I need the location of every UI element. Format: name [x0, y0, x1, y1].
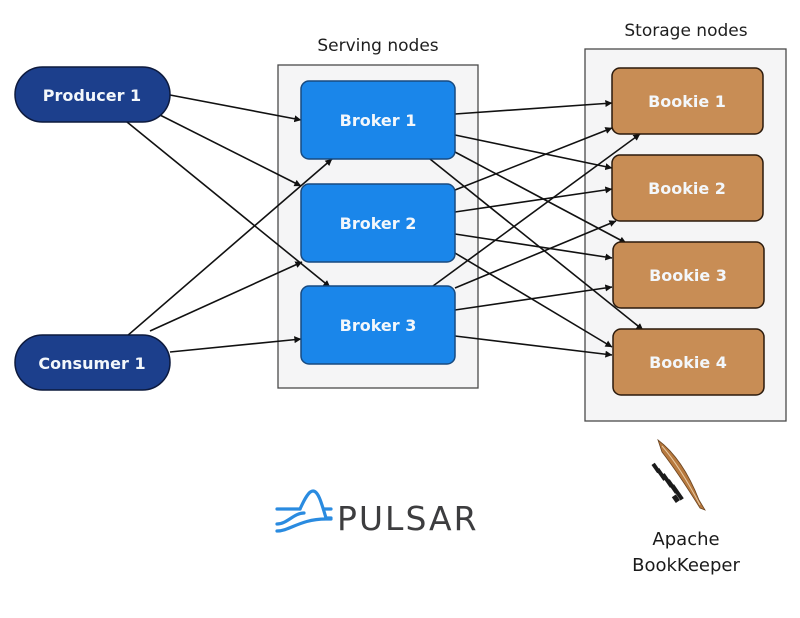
- broker-node-1[interactable]: Broker 1: [300, 80, 456, 160]
- bookie-node-4[interactable]: Bookie 4: [612, 328, 765, 396]
- edge-broker1-to-bookie1: [454, 99, 613, 115]
- edges-layer: [126, 94, 644, 358]
- bookie-node-3[interactable]: Bookie 3: [612, 241, 765, 309]
- broker-node-3[interactable]: Broker 3: [300, 285, 456, 365]
- broker-label: Broker 1: [340, 111, 417, 130]
- storage-nodes-label: Storage nodes: [624, 21, 747, 41]
- pulsar-wordmark: PULSAR: [337, 499, 479, 538]
- broker-box[interactable]: [300, 80, 456, 160]
- edge-consumer1-to-broker2: [149, 261, 303, 332]
- edge-broker3-to-bookie4: [454, 335, 613, 358]
- bookie-label: Bookie 2: [648, 179, 726, 198]
- consumer-node[interactable]: [14, 334, 171, 391]
- bookie-node-2[interactable]: Bookie 2: [611, 154, 764, 222]
- broker-label: Broker 2: [340, 214, 417, 233]
- producer-node[interactable]: [14, 66, 171, 123]
- edge-broker3-to-bookie1: [432, 133, 641, 287]
- producer-label: Producer 1: [43, 86, 141, 105]
- bookkeeper-line1: Apache: [652, 529, 719, 550]
- edge-producer1-to-broker3: [126, 121, 331, 288]
- feather-quill-icon: [651, 438, 706, 511]
- bookie-box[interactable]: [612, 328, 765, 396]
- bookie-box[interactable]: [611, 67, 764, 135]
- broker-node-2[interactable]: Broker 2: [300, 183, 456, 263]
- broker-box[interactable]: [300, 183, 456, 263]
- edge-broker2-to-bookie3: [454, 233, 613, 261]
- pulsar-wave-icon: [275, 489, 333, 533]
- edge-broker1-to-bookie2: [454, 134, 613, 171]
- bookie-label: Bookie 1: [648, 92, 726, 111]
- edge-broker2-to-bookie1: [454, 127, 613, 191]
- pulsar-logo: PULSAR: [275, 489, 479, 538]
- broker-box[interactable]: [300, 285, 456, 365]
- edge-consumer1-to-broker3: [169, 336, 302, 353]
- edge-broker3-to-bookie2: [454, 220, 617, 289]
- broker-label: Broker 3: [340, 316, 417, 335]
- client-consumer1[interactable]: Consumer 1: [14, 334, 171, 391]
- serving-nodes-label: Serving nodes: [317, 36, 438, 56]
- edge-broker1-to-bookie4: [429, 158, 644, 331]
- bookie-box[interactable]: [611, 154, 764, 222]
- edge-producer1-to-broker1: [169, 94, 302, 123]
- edge-consumer1-to-broker1: [126, 158, 333, 337]
- bookie-box[interactable]: [612, 241, 765, 309]
- bookie-node-1[interactable]: Bookie 1: [611, 67, 764, 135]
- edge-producer1-to-broker2: [149, 109, 302, 187]
- bookkeeper-line2: BookKeeper: [632, 555, 740, 576]
- bookkeeper-logo: Apache BookKeeper: [632, 438, 740, 576]
- bookie-label: Bookie 4: [649, 353, 727, 372]
- edge-broker2-to-bookie2: [454, 186, 613, 213]
- client-producer1[interactable]: Producer 1: [14, 66, 171, 123]
- bookie-label: Bookie 3: [649, 266, 727, 285]
- consumer-label: Consumer 1: [38, 354, 145, 373]
- edge-broker2-to-bookie4: [454, 252, 613, 348]
- edge-broker3-to-bookie3: [454, 284, 613, 311]
